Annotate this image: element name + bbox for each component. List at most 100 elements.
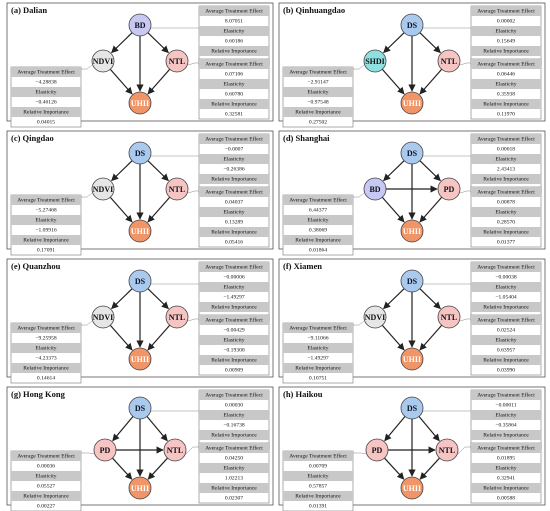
table-header-bg: [471, 26, 541, 36]
table-header-bg: [11, 451, 81, 461]
table-header-bg: [283, 107, 353, 117]
leader-line: [459, 318, 471, 322]
node-ntl: NTL: [435, 438, 459, 462]
table-value: 0.63957: [497, 347, 515, 353]
table-value: 0.57857: [309, 483, 327, 489]
table-header-bg: [471, 302, 541, 312]
node-circle: [363, 49, 387, 73]
table-value: −0.0007: [225, 146, 244, 152]
table-header-label: Average Treatment Effect: [205, 188, 263, 195]
edge-right-bottom: [147, 196, 171, 223]
node-circle: [363, 305, 387, 329]
node-label: UHII: [131, 355, 149, 364]
node-ntl: NTL: [165, 49, 189, 73]
edge-top-left: [111, 32, 133, 54]
panel-title: (c) Qingdao: [11, 133, 54, 143]
table-header-label: Average Treatment Effect: [205, 444, 263, 451]
node-circle: [400, 141, 424, 165]
node-circle: [128, 347, 152, 371]
panel-title: (a) Dalian: [11, 5, 47, 15]
node-circle: [435, 438, 459, 462]
table-header-label: Average Treatment Effect: [477, 391, 535, 398]
leader-line: [353, 192, 365, 198]
table-header-bg: [471, 315, 541, 325]
node-uhii: UHII: [128, 347, 152, 371]
node-circle: [400, 91, 424, 115]
node-label: UHII: [403, 355, 421, 364]
table-header-label: Relative Importance: [295, 237, 341, 243]
table-value: 6.44377: [309, 207, 327, 213]
panel-title: (f) Xiamen: [283, 261, 322, 271]
table-header-label: Average Treatment Effect: [289, 196, 347, 203]
node-circle: [128, 396, 152, 420]
node-label: NDVI: [93, 313, 113, 322]
metric-table-top: Average Treatment Effect0.00002Elasticit…: [470, 5, 542, 67]
table-header-bg: [199, 302, 269, 312]
table-value: −0.35864: [495, 422, 517, 428]
table-header-label: Average Treatment Effect: [205, 60, 263, 67]
edge-top-left: [383, 32, 405, 54]
table-header-bg: [471, 174, 541, 184]
node-ds: DS: [400, 396, 424, 420]
node-label: DS: [407, 277, 418, 286]
node-label: DS: [407, 149, 418, 158]
node-circle: [363, 177, 387, 201]
metric-table-top: Average Treatment Effect0.00030Elasticit…: [198, 389, 270, 451]
edge-right-bottom: [419, 457, 440, 480]
table-header-bg: [11, 471, 81, 481]
node-ntl: NTL: [437, 305, 461, 329]
table-header-label: Average Treatment Effect: [477, 7, 535, 14]
node-pd: PD: [437, 177, 461, 201]
node-ndvi: NDVI: [91, 49, 115, 73]
metric-table-left: Average Treatment Effect0.00709Elasticit…: [282, 450, 354, 511]
leader-line: [459, 62, 471, 66]
table-header-bg: [11, 363, 81, 373]
table-header-label: Elasticity: [223, 337, 244, 343]
table-header-bg: [199, 79, 269, 89]
node-label: NTL: [169, 57, 185, 66]
table-header-bg: [471, 483, 541, 493]
node-shdi: SHDI: [363, 49, 387, 73]
panel-title: (d) Shanghai: [283, 133, 330, 143]
table-value: 0.00002: [497, 18, 515, 24]
table-header-bg: [199, 26, 269, 36]
edge-top-right: [147, 288, 169, 310]
node-circle: [400, 269, 424, 293]
table-value: 0.01391: [309, 503, 327, 509]
table-header-bg: [199, 262, 269, 272]
table-header-bg: [11, 343, 81, 353]
panel-title: (b) Qinhuangdao: [283, 5, 345, 15]
table-header-label: Relative Importance: [211, 357, 257, 363]
table-header-label: Average Treatment Effect: [477, 263, 535, 270]
table-header-bg: [471, 335, 541, 345]
table-header-bg: [471, 207, 541, 217]
table-value: 0.07106: [225, 71, 243, 77]
edge-right-bottom: [419, 68, 443, 95]
table-header-bg: [199, 282, 269, 292]
table-header-label: Average Treatment Effect: [17, 324, 75, 331]
table-header-bg: [11, 107, 81, 117]
edge-right-bottom: [147, 68, 171, 95]
table-header-bg: [199, 59, 269, 69]
panel-title: (g) Hong Kong: [11, 389, 66, 399]
node-uhii: UHII: [128, 91, 152, 115]
node-uhii: UHII: [128, 476, 152, 500]
table-header-label: Relative Importance: [211, 485, 257, 491]
edge-left-bottom: [381, 196, 405, 223]
table-header-bg: [199, 483, 269, 493]
table-header-label: Relative Importance: [23, 237, 69, 243]
table-header-label: Elasticity: [307, 345, 328, 351]
node-uhii: UHII: [128, 219, 152, 243]
table-header-label: Relative Importance: [483, 48, 529, 54]
node-circle: [128, 269, 152, 293]
table-header-bg: [199, 355, 269, 365]
node-label: BD: [369, 185, 380, 194]
table-header-label: Relative Importance: [211, 229, 257, 235]
table-header-label: Relative Importance: [211, 432, 257, 438]
node-circle: [128, 219, 152, 243]
edge-right-bottom: [419, 324, 443, 351]
leader-line: [457, 446, 471, 455]
table-header-bg: [471, 355, 541, 365]
